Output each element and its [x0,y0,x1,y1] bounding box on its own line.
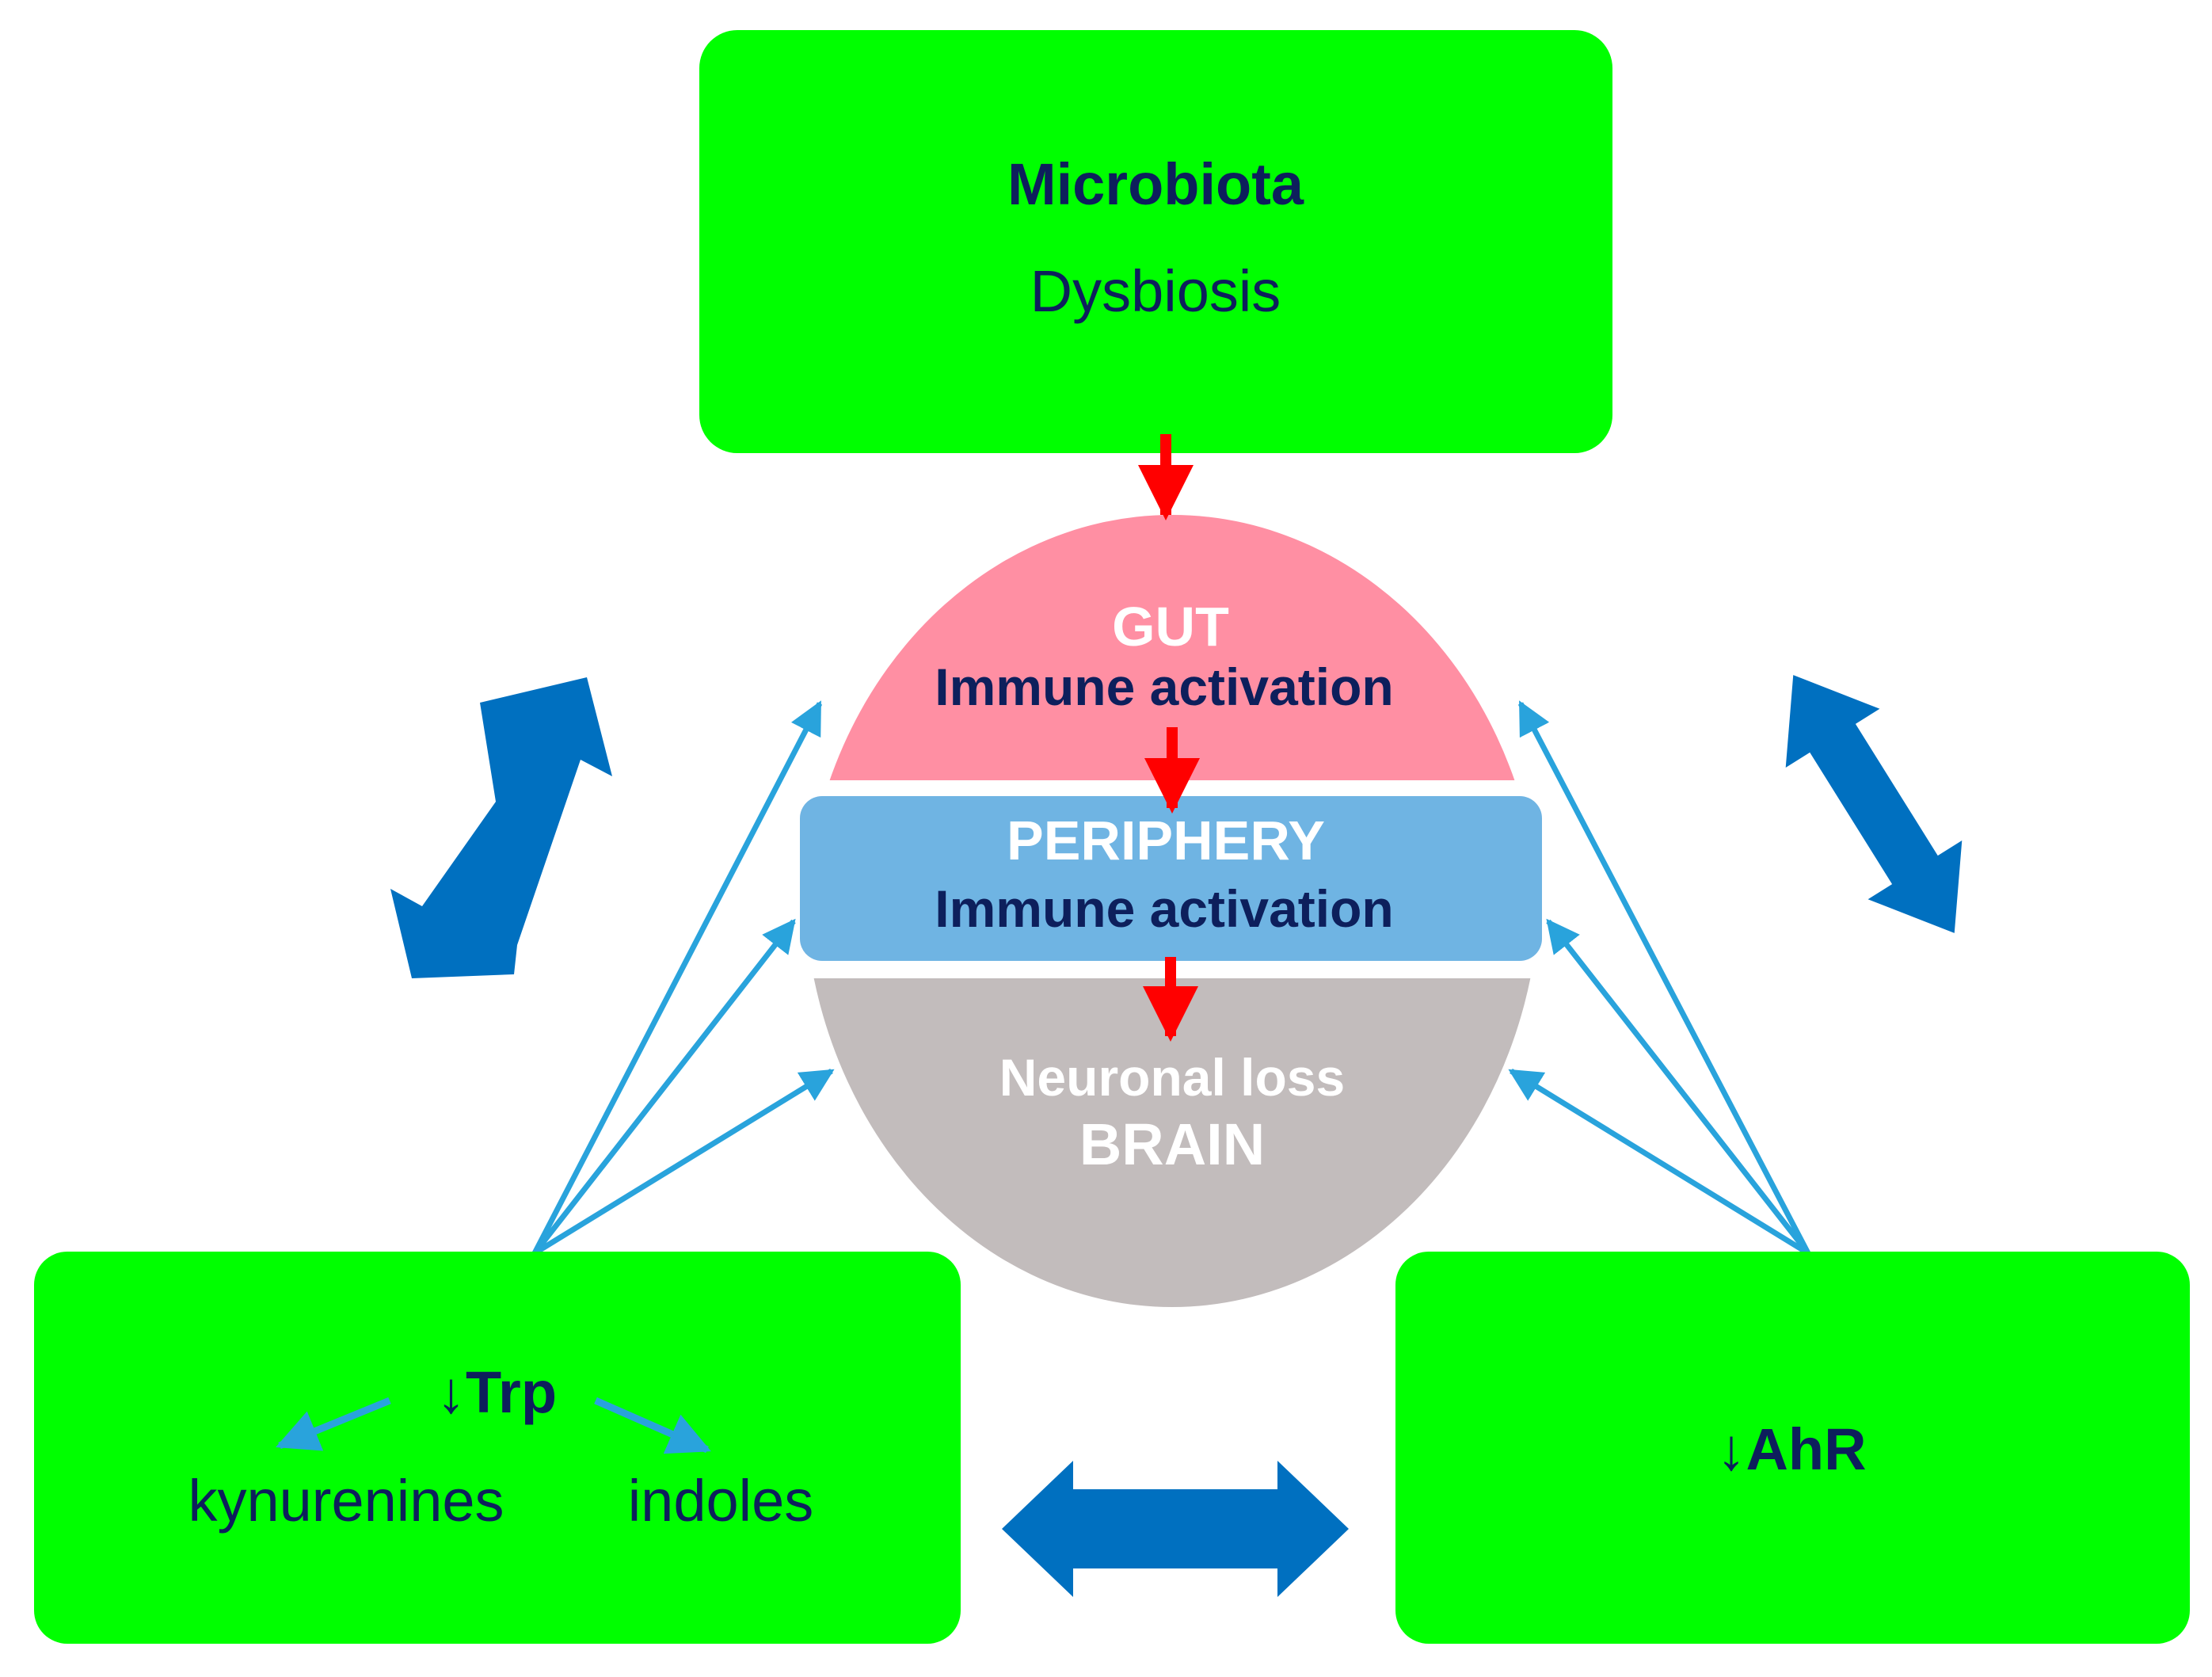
red-flow-arrows [1138,434,1200,1042]
trp-influence-arrows [531,700,835,1256]
brain-region [813,978,1531,1307]
ahr-to-gut-arrow [1517,700,1811,1255]
right-double-arrow [1785,675,1963,933]
neuronal-loss-label: Neuronal loss [999,1048,1345,1107]
ahr-box: ↓AhR [1395,1252,2190,1644]
trp-to-brain-arrow [533,1069,835,1256]
bottom-double-arrow [1002,1461,1349,1597]
gut-region [829,515,1515,780]
trp-label: ↓Trp [436,1359,557,1425]
indoles-label: indoles [628,1468,814,1534]
central-body: GUT Immune activation PERIPHERY Immune a… [800,515,1542,1307]
trp-to-kynurenines-arrow [276,1397,391,1451]
ahr-to-periphery-arrow [1546,918,1810,1256]
trp-to-indoles-arrow [594,1397,711,1454]
periphery-label: PERIPHERY [1007,810,1325,871]
gut-immune-activation: Immune activation [935,657,1393,716]
ahr-to-brain-arrow [1508,1069,1810,1256]
trp-to-gut-arrow [531,700,823,1255]
trp-to-periphery-arrow [532,918,796,1256]
dysbiosis-label: Dysbiosis [1030,258,1281,324]
periphery-immune-activation: Immune activation [935,879,1393,938]
periphery-band [800,796,1542,961]
ahr-label: ↓AhR [1716,1416,1866,1482]
microbiota-box: Microbiota Dysbiosis [699,30,1612,453]
kynurenines-label: kynurenines [188,1468,504,1534]
gut-label: GUT [1112,596,1229,657]
brain-label: BRAIN [1079,1111,1265,1177]
left-double-arrow [390,677,612,978]
microbiota-title: Microbiota [1007,151,1304,217]
ahr-influence-arrows [1508,700,1811,1256]
trp-box: ↓Trp kynurenines indoles [34,1252,961,1644]
